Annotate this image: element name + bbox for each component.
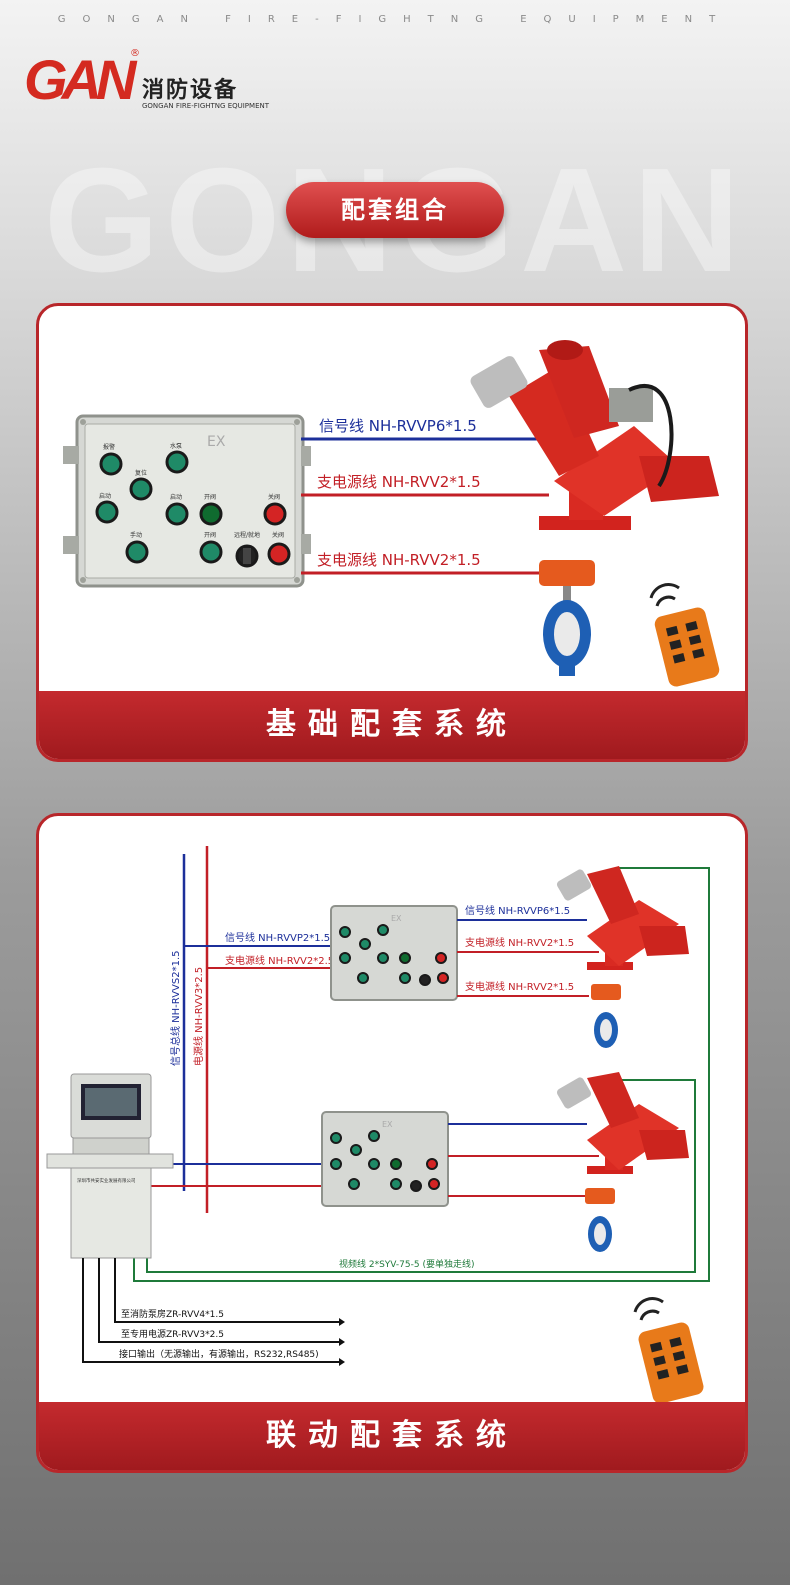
svg-text:EX: EX	[391, 914, 402, 923]
signal-cable-label: 信号线 NH-RVVP6*1.5	[319, 417, 477, 435]
company-logo: GAN ® 消防设备 GONGAN FIRE-FIGHTNG EQUIPMENT	[24, 48, 269, 118]
interface-output-lead	[82, 1258, 339, 1363]
basic-system-diagram: EX 报警 复位 水泵 启动 启动 开阀	[63, 340, 720, 687]
interface-output-label: 接口输出（无源输出，有源输出，RS232,RS485)	[119, 1348, 319, 1360]
power-bus-label: 电源线 NH-RVV3*2.5	[192, 967, 205, 1066]
box-label: 手动	[130, 531, 142, 539]
linkage-system-title: 联动配套系统	[39, 1402, 745, 1470]
dedicated-power-label: 至专用电源ZR-RVV3*2.5	[121, 1328, 224, 1340]
wireless-remote-control	[633, 1297, 704, 1404]
svg-text:EX: EX	[382, 1120, 393, 1129]
video-cable-label: 视频线 2*SYV-75-5 (要单独走线)	[339, 1258, 474, 1270]
signal-out-label: 信号线 NH-RVVP6*1.5	[465, 904, 570, 917]
box-label: 开阀	[204, 531, 216, 539]
wireless-remote-control	[649, 583, 720, 687]
linkage-system-diagram: 信号总线 NH-RVVS2*1.5 电源线 NH-RVV3*2.5 信号线 NH…	[46, 846, 710, 1404]
box-label: 水泵	[170, 442, 182, 450]
box-label: 关阀	[272, 531, 284, 539]
box-label: 关阀	[268, 493, 280, 501]
explosion-proof-control-box: EX	[63, 414, 311, 588]
basic-system-title: 基础配套系统	[39, 691, 745, 759]
control-box-button-labels: 报警 复位 水泵 启动 启动 开阀 关阀 手动 开阀 远程/就地 关阀	[99, 442, 284, 539]
dedicated-power-lead	[98, 1258, 339, 1343]
logo-chinese-name: 消防设备	[142, 78, 239, 103]
signal-bus-label: 信号总线 NH-RVVS2*1.5	[169, 951, 182, 1066]
power-cable-label: 支电源线 NH-RVV2*1.5	[317, 473, 481, 491]
pump-room-lead	[114, 1258, 339, 1323]
registered-mark: ®	[130, 48, 140, 59]
box-label: 启动	[99, 492, 111, 500]
box-label: 远程/就地	[234, 531, 260, 539]
fire-water-cannon-upper	[556, 866, 689, 970]
fire-water-cannon	[470, 340, 719, 530]
fire-control-console	[46, 1073, 174, 1259]
control-box-lower: EX	[321, 1111, 449, 1207]
power-out-label: 支电源线 NH-RVV2*1.5	[465, 980, 574, 993]
control-box-upper: EX	[330, 905, 458, 1001]
box-label: 开阀	[204, 493, 216, 501]
logo-mark: GAN	[24, 48, 136, 111]
electric-butterfly-valve-upper	[591, 984, 621, 1048]
power-out-label: 支电源线 NH-RVV2*1.5	[465, 936, 574, 949]
pump-room-label: 至消防泵房ZR-RVV4*1.5	[121, 1308, 224, 1320]
electric-butterfly-valve	[539, 560, 595, 676]
fire-water-cannon-lower	[556, 1072, 689, 1174]
basic-system-panel: EX 报警 复位 水泵 启动 启动 开阀	[36, 303, 748, 762]
header-tagline: GONGAN FIRE-FIGHTNG EQUIPMENT	[57, 14, 733, 25]
box-label: 报警	[103, 443, 115, 451]
console-brand-label: 深圳市共安实业发展有限公司	[77, 1177, 136, 1184]
box-label: 启动	[170, 493, 182, 501]
box-label: 复位	[135, 469, 147, 477]
svg-text:EX: EX	[207, 434, 226, 450]
signal-in-label: 信号线 NH-RVVP2*1.5	[225, 931, 330, 944]
power-cable-label: 支电源线 NH-RVV2*1.5	[317, 551, 481, 569]
electric-butterfly-valve-lower	[585, 1188, 615, 1252]
power-in-label: 支电源线 NH-RVV2*2.5	[225, 954, 334, 967]
section-title-pill: 配套组合	[286, 182, 504, 238]
linkage-system-panel: 信号总线 NH-RVVS2*1.5 电源线 NH-RVV3*2.5 信号线 NH…	[36, 813, 748, 1473]
logo-english-name: GONGAN FIRE-FIGHTNG EQUIPMENT	[142, 102, 270, 110]
